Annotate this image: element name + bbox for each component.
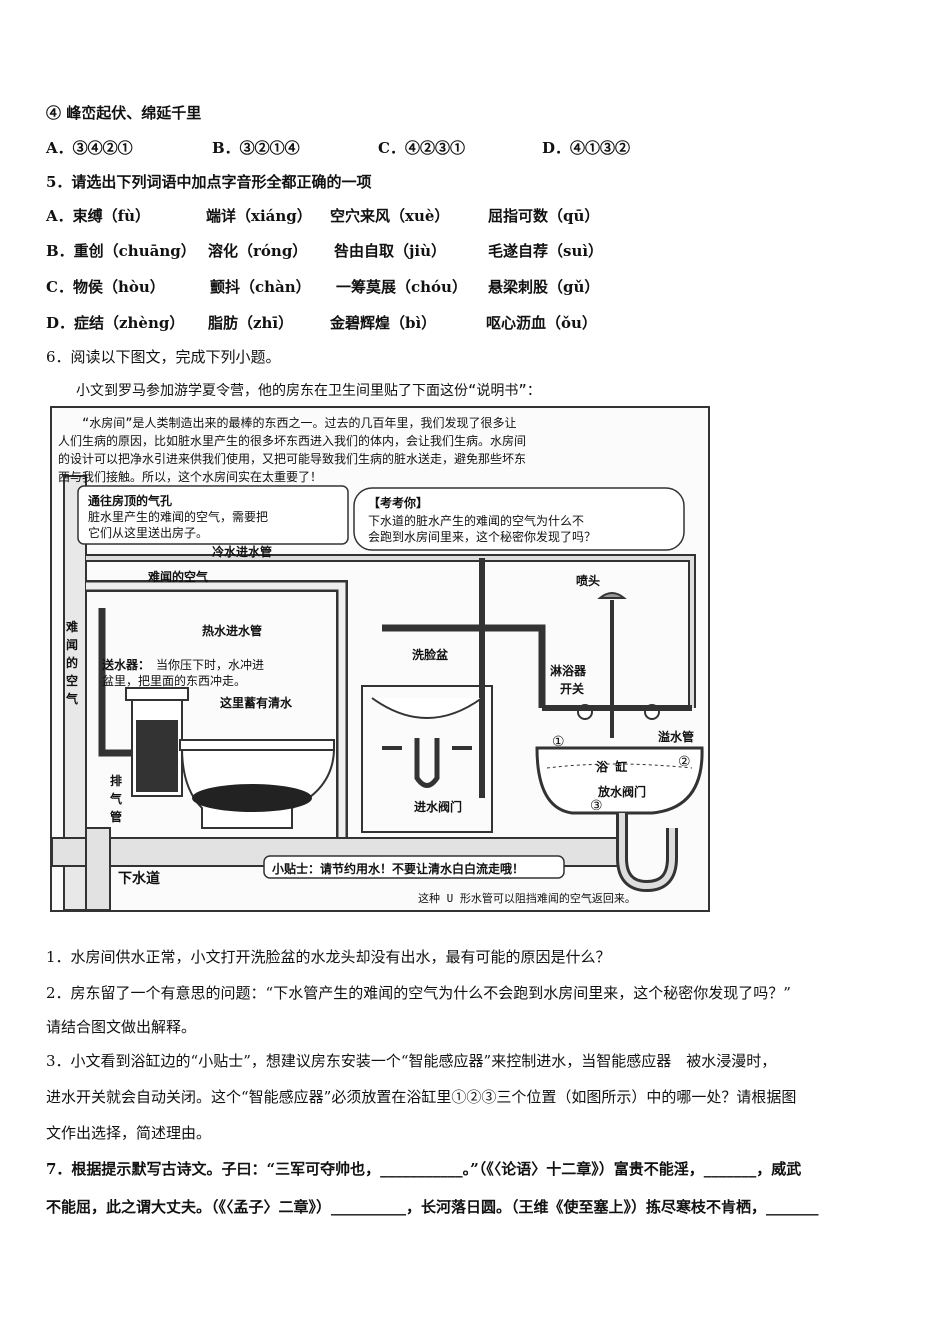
drain-valve-label: 放水阀门 [598, 785, 647, 799]
mark-2: ② [678, 754, 691, 770]
q4-option-c: C．④②③① [378, 139, 465, 157]
smelly-air-label: 难闻的空气 [148, 570, 209, 584]
figure-header-2: 人们生病的原因，比如脏水里产生的很多坏东西进入我们的体内，会让我们生病。水房间 [58, 434, 527, 448]
q5-d-4: 呕心沥血（ǒu） [486, 314, 597, 332]
exam-text-2: 会跑到水房间里来，这个秘密你发现了吗？ [368, 530, 597, 544]
overflow-label: 溢水管 [658, 730, 695, 744]
question-2-line-1: 2．房东留了一个有意思的问题：“下水管产生的难闻的空气为什么不会跑到水房间里来，… [46, 984, 791, 1002]
side-air-1: 难 [66, 620, 79, 634]
clean-water-label: 这里蓄有清水 [220, 696, 293, 710]
vent-desc-1: 脏水里产生的难闻的空气，需要把 [88, 510, 269, 524]
shower-switch-1: 淋浴器 [550, 664, 587, 678]
q5-b-1: B．重创（chuāng） [46, 242, 196, 260]
question-3-line-3: 文作出选择，简述理由。 [46, 1124, 212, 1142]
question-1: 1．水房间供水正常，小文打开洗脸盆的水龙头却没有出水，最有可能的原因是什么？ [46, 948, 611, 966]
tank-desc-2: 盆里，把里面的东西冲走。 [102, 674, 247, 688]
side-air-4: 空 [66, 674, 79, 688]
q5-c-1: C．物侯（hòu） [46, 278, 165, 296]
question-3-line-2: 进水开关就会自动关闭。这个“智能感应器”必须放置在浴缸里①②③三个位置（如图所示… [46, 1088, 797, 1106]
shower-switch-2: 开关 [560, 682, 585, 696]
basin-label: 洗脸盆 [412, 648, 449, 662]
q5-a-3: 空穴来风（xuè） [330, 207, 450, 225]
q5-b-4: 毛遂自荐（suì） [488, 242, 604, 260]
sewer-label: 下水道 [118, 871, 160, 887]
cold-pipe-label: 冷水进水管 [212, 545, 273, 559]
question-2-line-2: 请结合图文做出解释。 [46, 1018, 197, 1036]
shower-head-label: 喷头 [576, 574, 601, 588]
line-option-4: ④ 峰峦起伏、绵延千里 [46, 104, 202, 122]
inlet-valve-label: 进水阀门 [414, 800, 463, 814]
utrap-label: 这种 U 形水管可以阻挡难闻的空气返回来。 [418, 892, 636, 905]
figure-header-3: 的设计可以把净水引进来供我们使用，又把可能导致我们生病的脏水送走，避免那些坏东 [58, 452, 527, 466]
exhaust-3: 管 [110, 810, 123, 824]
exhaust-1: 排 [110, 774, 123, 788]
q4-option-b: B．③②①④ [212, 139, 300, 157]
q5-d-3: 金碧辉煌（bì） [330, 314, 437, 332]
mark-3: ③ [590, 798, 603, 814]
figure-header-4: 西与我们接触。所以，这个水房间实在太重要了！ [58, 470, 323, 484]
plumbing-diagram: “水房间”是人类制造出来的最棒的东西之一。过去的几百年里，我们发现了很多让 人们… [50, 406, 710, 912]
vent-desc-2: 它们从这里送出房子。 [88, 526, 209, 540]
hot-pipe-label: 热水进水管 [202, 624, 263, 638]
question-3-line-1: 3．小文看到浴缸边的“小贴士”，想建议房东安装一个“智能感应器”来控制进水，当智… [46, 1052, 777, 1070]
q5-a-2: 端详（xiáng） [206, 207, 312, 225]
plumbing-drawing [52, 475, 704, 910]
side-air-5: 气 [66, 692, 79, 706]
exam-title: 【考考你】 [368, 496, 429, 510]
question-7-line-1: 7．根据提示默写古诗文。子曰：“三军可夺帅也，___________。”（《〈论… [46, 1160, 802, 1178]
q5-a-4: 屈指可数（qū） [488, 207, 600, 225]
q6-stem: 6．阅读以下图文，完成下列小题。 [46, 348, 281, 366]
question-7-line-2: 不能屈，此之谓大丈夫。（《〈孟子〉二章》）__________，长河落日圆。（王… [46, 1198, 819, 1216]
q5-c-3: 一筹莫展（chóu） [336, 278, 467, 296]
q4-option-a: A．③④②① [46, 139, 133, 157]
q5-a-1: A．束缚（fù） [46, 207, 150, 225]
side-air-2: 闻 [66, 638, 79, 652]
q5-b-3: 咎由自取（jiù） [334, 242, 447, 260]
q4-option-d: D．④①③② [542, 139, 631, 157]
q5-c-2: 颤抖（chàn） [210, 278, 311, 296]
tip-label: 小贴士：请节约用水！不要让清水白白流走哦！ [272, 862, 525, 876]
exam-text-1: 下水道的脏水产生的难闻的空气为什么不 [368, 514, 585, 528]
q5-c-4: 悬梁刺股（gǔ） [488, 278, 600, 296]
q6-intro: 小文到罗马参加游学夏令营，他的房东在卫生间里贴了下面这份“说明书”： [76, 383, 541, 399]
tub-label: 浴 缸 [596, 760, 628, 774]
mark-1: ① [552, 734, 565, 750]
tank-title: 送水器： [102, 658, 151, 672]
vent-title: 通往房顶的气孔 [88, 494, 173, 508]
q5-d-2: 脂肪（zhī） [208, 314, 294, 332]
exhaust-2: 气 [110, 792, 123, 806]
q5-stem: 5．请选出下列词语中加点字音形全都正确的一项 [46, 173, 372, 191]
q5-b-2: 溶化（róng） [208, 242, 308, 260]
q5-d-1: D．症结（zhèng） [46, 314, 185, 332]
side-air-3: 的 [66, 656, 79, 670]
figure-header-1: “水房间”是人类制造出来的最棒的东西之一。过去的几百年里，我们发现了很多让 [82, 416, 517, 430]
tank-desc-1: 当你压下时，水冲进 [156, 658, 265, 672]
